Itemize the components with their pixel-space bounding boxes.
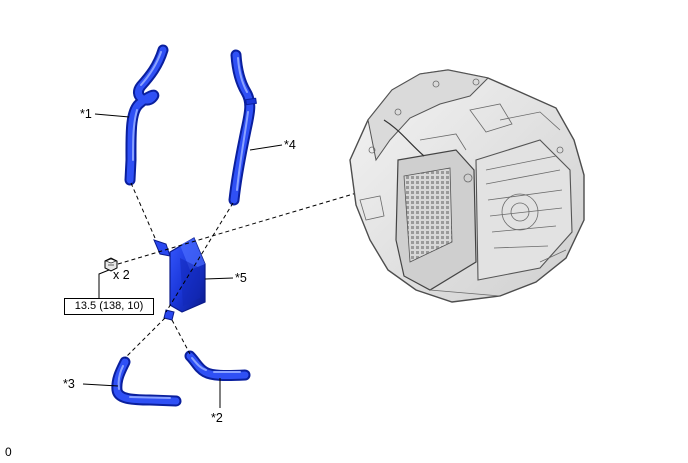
oil-cooler-5 — [153, 237, 206, 321]
leader-lines — [82, 113, 283, 408]
bolt-icon — [104, 257, 118, 272]
transaxle-assembly — [349, 69, 585, 303]
callout-part-2: *2 — [211, 411, 223, 425]
alignment-lines — [117, 182, 361, 359]
callout-part-5: *5 — [235, 271, 247, 285]
callout-part-1: *1 — [80, 107, 92, 121]
hose-1 — [124, 44, 169, 186]
figure-id: 0 — [5, 445, 12, 459]
bolt-quantity: x 2 — [113, 268, 130, 282]
callout-part-3: *3 — [63, 377, 75, 391]
torque-spec-box: 13.5 (138, 10) — [64, 298, 154, 315]
hose-4 — [228, 49, 257, 206]
hose-3 — [111, 356, 182, 407]
callout-part-4: *4 — [284, 138, 296, 152]
hose-2 — [184, 350, 251, 382]
